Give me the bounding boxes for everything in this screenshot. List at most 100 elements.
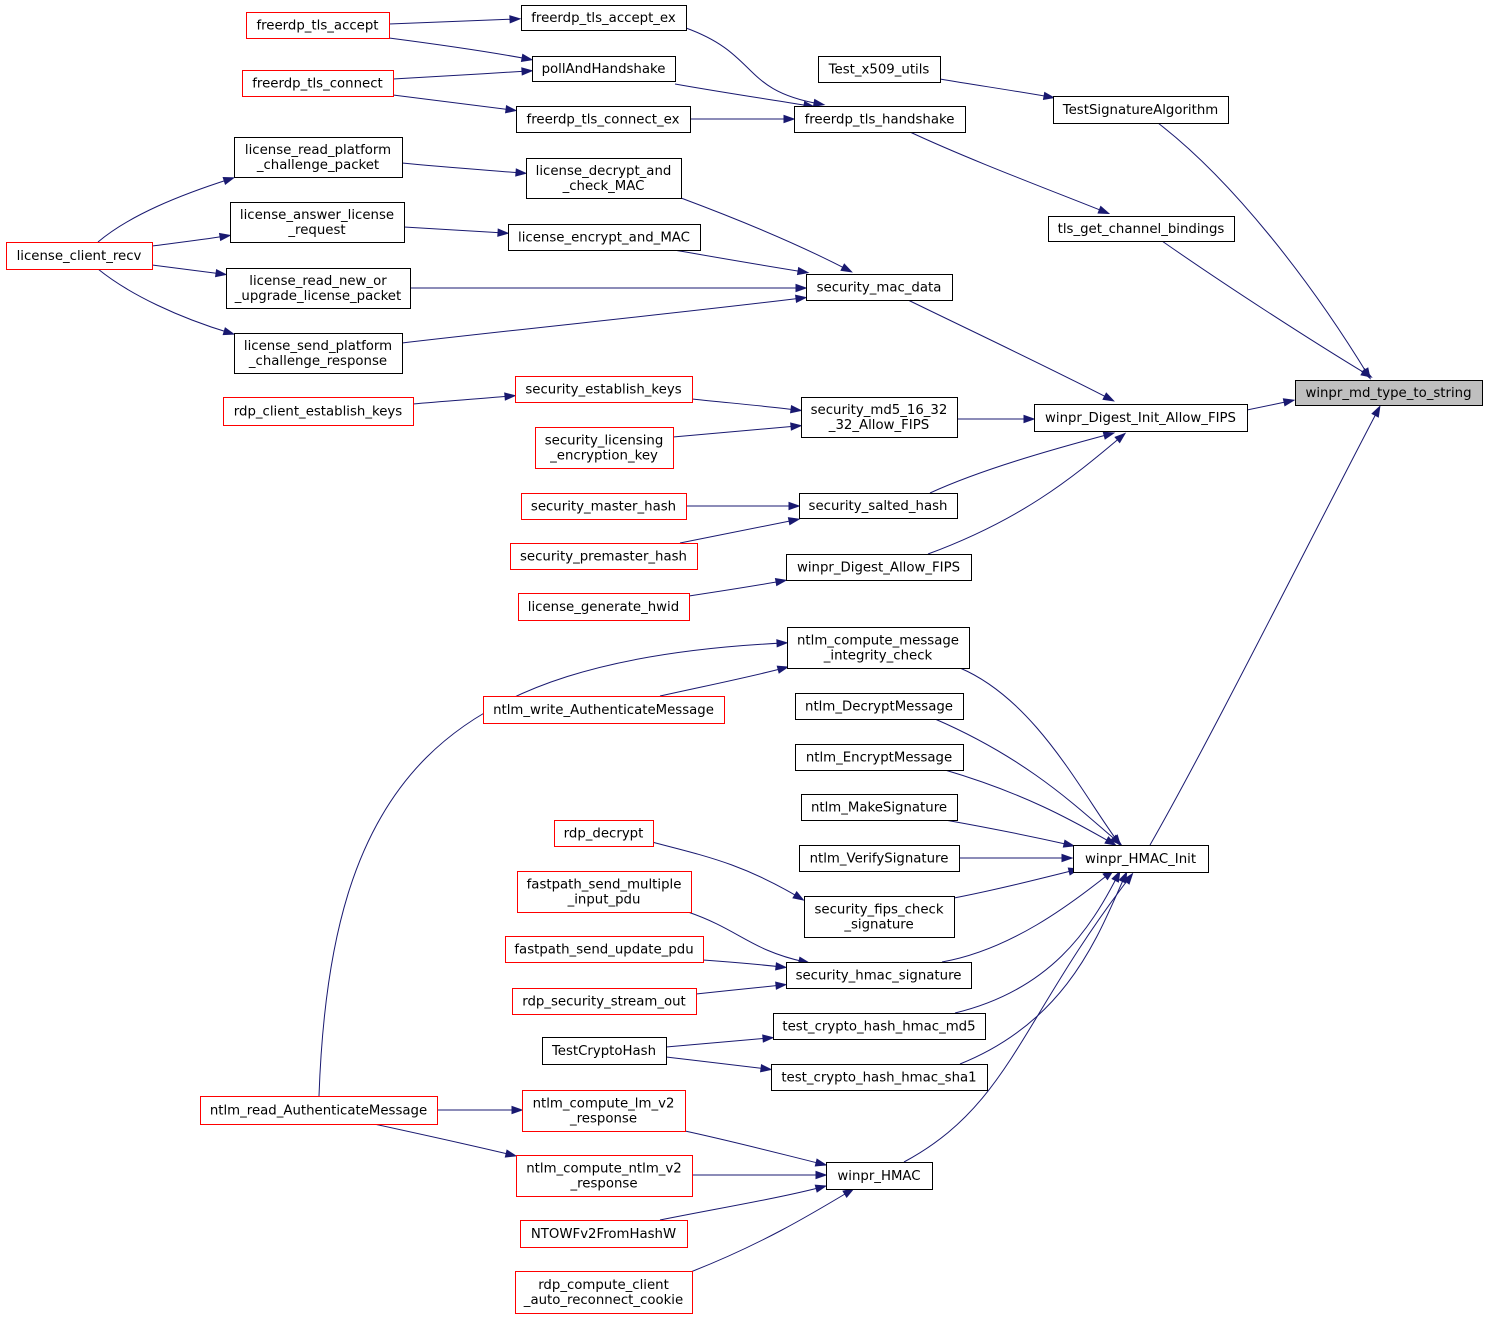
node-license_read_new_or_upgrade_license_packet[interactable]: license_read_new_or_upgrade_license_pack… — [226, 268, 411, 309]
node-freerdp_tls_accept_ex[interactable]: freerdp_tls_accept_ex — [521, 5, 687, 31]
node-security_establish_keys[interactable]: security_establish_keys — [515, 376, 693, 403]
edge-line — [401, 297, 803, 344]
edge-line — [1149, 409, 1379, 846]
edge-license_client_recv-to-license_read_platform_challenge_packet — [97, 176, 236, 243]
node-ntlm_compute_message_integrity_check[interactable]: ntlm_compute_message_integrity_check — [787, 627, 970, 669]
node-fastpath_send_multiple_input_pdu[interactable]: fastpath_send_multiple_input_pdu — [517, 871, 692, 913]
node-winpr_Digest_Allow_FIPS[interactable]: winpr_Digest_Allow_FIPS — [786, 554, 972, 581]
node-label: _32_Allow_FIPS — [828, 418, 929, 433]
node-ntlm_compute_ntlm_v2_response[interactable]: ntlm_compute_ntlm_v2_response — [516, 1155, 693, 1197]
edge-winpr_HMAC_Init-to-winpr_md_type_to_string — [1149, 405, 1381, 846]
node-ntlm_read_AuthenticateMessage[interactable]: ntlm_read_AuthenticateMessage — [200, 1096, 438, 1125]
node-license_encrypt_and_MAC[interactable]: license_encrypt_and_MAC — [508, 224, 701, 251]
node-box — [200, 1096, 438, 1125]
node-rdp_compute_client_auto_reconnect_cookie[interactable]: rdp_compute_client_auto_reconnect_cookie — [515, 1271, 693, 1314]
node-winpr_HMAC_Init[interactable]: winpr_HMAC_Init — [1073, 845, 1209, 873]
arrowhead — [775, 981, 788, 990]
arrowhead — [790, 405, 803, 414]
arrowhead — [776, 639, 789, 648]
node-test_crypto_hash_hmac_sha1[interactable]: test_crypto_hash_hmac_sha1 — [771, 1064, 988, 1091]
node-box — [535, 427, 674, 469]
node-label: ntlm_read_AuthenticateMessage — [210, 1104, 427, 1119]
edge-line — [403, 226, 505, 234]
arrowhead — [1122, 872, 1134, 885]
edge-license_read_platform_challenge_packet-to-license_decrypt_and_check_MAC — [401, 162, 528, 177]
node-Test_x509_utils[interactable]: Test_x509_utils — [818, 56, 941, 83]
edge-line — [687, 911, 806, 963]
node-ntlm_DecryptMessage[interactable]: ntlm_DecryptMessage — [795, 693, 964, 720]
node-security_premaster_hash[interactable]: security_premaster_hash — [510, 543, 698, 570]
node-label: security_mac_data — [817, 281, 942, 296]
node-security_hmac_signature[interactable]: security_hmac_signature — [786, 962, 972, 989]
node-security_licensing_encryption_key[interactable]: security_licensing_encryption_key — [535, 427, 674, 469]
arrowhead — [222, 327, 236, 336]
node-label: security_salted_hash — [809, 499, 948, 514]
edge-line — [392, 94, 513, 111]
node-ntlm_VerifySignature[interactable]: ntlm_VerifySignature — [799, 845, 960, 872]
node-box — [242, 70, 394, 97]
node-freerdp_tls_accept[interactable]: freerdp_tls_accept — [246, 12, 390, 39]
node-security_mac_data[interactable]: security_mac_data — [806, 274, 953, 301]
arrowhead — [814, 1158, 828, 1167]
node-box — [795, 744, 964, 771]
arrowhead — [1360, 368, 1373, 378]
node-license_generate_hwid[interactable]: license_generate_hwid — [518, 593, 690, 621]
node-tls_get_channel_bindings[interactable]: tls_get_channel_bindings — [1048, 216, 1235, 242]
node-label: ntlm_DecryptMessage — [805, 700, 953, 715]
edge-line — [401, 162, 523, 174]
node-NTOWFv2FromHashW[interactable]: NTOWFv2FromHashW — [520, 1220, 688, 1248]
edge-security_master_hash-to-security_salted_hash — [686, 501, 801, 511]
node-license_send_platform_challenge_response[interactable]: license_send_platform_challenge_response — [234, 333, 403, 374]
arrowhead — [790, 422, 803, 431]
node-license_read_platform_challenge_packet[interactable]: license_read_platform_challenge_packet — [234, 137, 403, 178]
node-label: winpr_md_type_to_string — [1305, 386, 1471, 401]
edge-ntlm_VerifySignature-to-winpr_HMAC_Init — [958, 853, 1074, 863]
edge-security_mac_data-to-winpr_Digest_Init_Allow_FIPS — [907, 299, 1115, 402]
node-winpr_Digest_Init_Allow_FIPS[interactable]: winpr_Digest_Init_Allow_FIPS — [1034, 404, 1248, 432]
node-box — [510, 543, 698, 570]
node-TestSignatureAlgorithm[interactable]: TestSignatureAlgorithm — [1053, 96, 1229, 124]
node-security_master_hash[interactable]: security_master_hash — [521, 493, 687, 520]
node-license_decrypt_and_check_MAC[interactable]: license_decrypt_and_check_MAC — [526, 158, 682, 199]
node-security_fips_check_signature[interactable]: security_fips_check_signature — [804, 896, 955, 938]
node-ntlm_compute_lm_v2_response[interactable]: ntlm_compute_lm_v2_response — [522, 1090, 686, 1132]
node-license_answer_license_request[interactable]: license_answer_license_request — [230, 202, 405, 243]
arrowhead — [762, 1034, 775, 1043]
node-box — [1295, 380, 1483, 406]
edge-line — [927, 435, 1123, 555]
node-rdp_client_establish_keys[interactable]: rdp_client_establish_keys — [223, 397, 414, 426]
node-winpr_md_type_to_string[interactable]: winpr_md_type_to_string — [1295, 380, 1483, 406]
node-ntlm_MakeSignature[interactable]: ntlm_MakeSignature — [801, 794, 958, 821]
node-label: rdp_security_stream_out — [522, 995, 686, 1010]
node-label: license_client_recv — [17, 249, 142, 264]
node-label: tls_get_channel_bindings — [1058, 222, 1225, 237]
node-box — [771, 1064, 988, 1091]
node-security_md5_16_32_32_Allow_FIPS[interactable]: security_md5_16_32_32_Allow_FIPS — [801, 397, 958, 438]
edge-line — [934, 718, 1119, 843]
node-pollAndHandshake[interactable]: pollAndHandshake — [532, 56, 676, 82]
node-rdp_security_stream_out[interactable]: rdp_security_stream_out — [512, 988, 697, 1015]
node-ntlm_write_AuthenticateMessage[interactable]: ntlm_write_AuthenticateMessage — [483, 696, 725, 724]
node-license_client_recv[interactable]: license_client_recv — [6, 242, 153, 270]
node-freerdp_tls_handshake[interactable]: freerdp_tls_handshake — [794, 106, 966, 133]
node-test_crypto_hash_hmac_md5[interactable]: test_crypto_hash_hmac_md5 — [773, 1013, 986, 1040]
node-label: Test_x509_utils — [828, 63, 930, 78]
node-fastpath_send_update_pdu[interactable]: fastpath_send_update_pdu — [505, 936, 704, 963]
node-label: ntlm_compute_lm_v2 — [533, 1097, 675, 1112]
node-label: ntlm_VerifySignature — [810, 852, 949, 867]
node-label: security_hmac_signature — [796, 969, 962, 984]
node-freerdp_tls_connect[interactable]: freerdp_tls_connect — [242, 70, 394, 97]
node-box — [246, 12, 390, 39]
node-box — [522, 1090, 686, 1132]
node-label: TestSignatureAlgorithm — [1062, 103, 1218, 118]
node-rdp_decrypt[interactable]: rdp_decrypt — [554, 820, 654, 847]
node-freerdp_tls_connect_ex[interactable]: freerdp_tls_connect_ex — [516, 106, 691, 133]
node-TestCryptoHash[interactable]: TestCryptoHash — [542, 1037, 667, 1065]
arrowhead — [760, 1064, 773, 1073]
node-security_salted_hash[interactable]: security_salted_hash — [799, 493, 958, 519]
node-label: ntlm_EncryptMessage — [806, 751, 952, 766]
node-winpr_HMAC[interactable]: winpr_HMAC — [826, 1162, 933, 1190]
node-ntlm_EncryptMessage[interactable]: ntlm_EncryptMessage — [795, 744, 964, 771]
node-box — [508, 224, 701, 251]
